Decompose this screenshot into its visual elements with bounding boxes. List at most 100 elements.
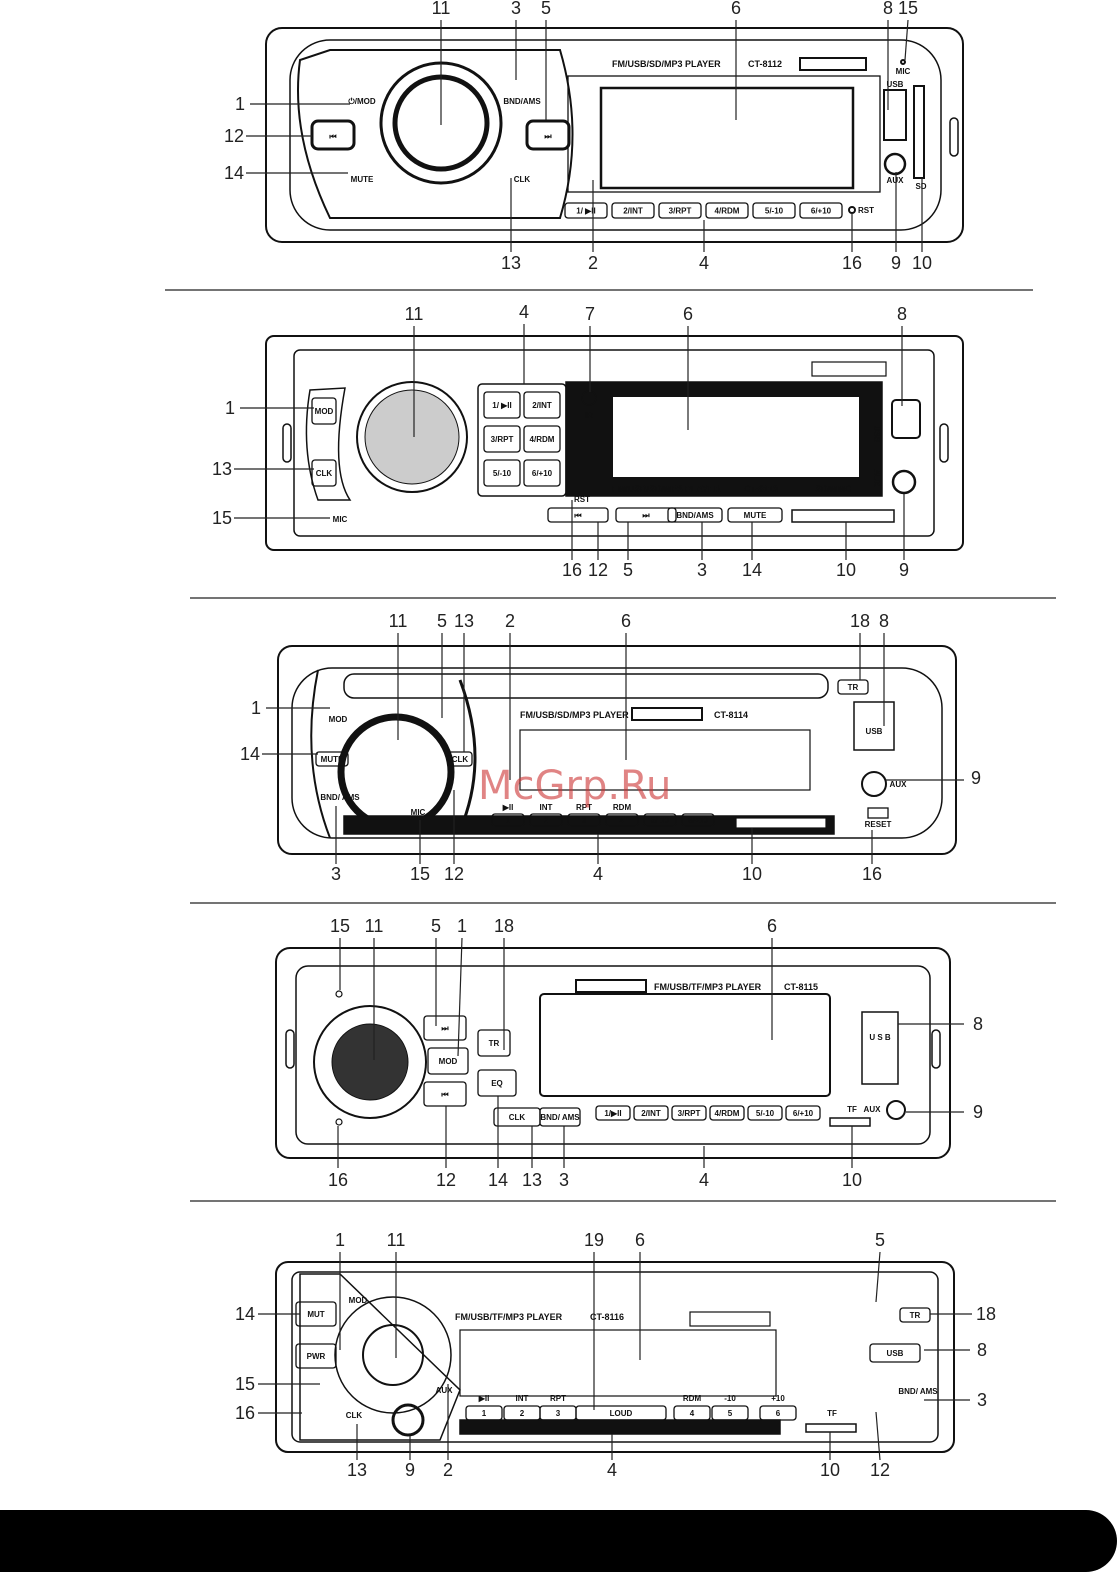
panel2-callout-bottom-9: 9 (899, 560, 909, 580)
panel5-callout-right-3: 3 (977, 1390, 987, 1410)
panel1-next-icon: ⏭ (544, 132, 552, 141)
panel3-preset-1 (491, 813, 525, 827)
panel1-callout-bottom-10: 10 (912, 253, 932, 273)
panel4-callout-bottom-3: 3 (559, 1170, 569, 1190)
panel3-preset-top-3: RPT (576, 803, 592, 812)
panel5-bnd-label: BND/ AMS (898, 1387, 938, 1396)
panel2-mute-button (727, 507, 783, 523)
panel1-aux-jack (883, 152, 907, 176)
panel5-loud-button (575, 1405, 667, 1421)
panel2-ir-sensor (581, 390, 597, 406)
panel2-callout-top-11: 11 (405, 304, 424, 324)
panel3-usb-label: USB (866, 727, 883, 736)
panel3-sd-slot (735, 817, 827, 829)
panel4-preset-2 (633, 1105, 669, 1121)
panel4-prev-button-label: ⏮ (441, 1090, 448, 1099)
panel3-usb-port (853, 701, 895, 751)
panel3-mute-button-label: MUTE (321, 755, 344, 764)
panel5-slot (689, 1311, 771, 1327)
panel3-preset-top-4: RDM (613, 803, 632, 812)
panel1-title: FM/USB/SD/MP3 PLAYER (612, 59, 721, 69)
panel3-callout-bottom-12: 12 (444, 864, 464, 884)
panel2-left-bar (305, 387, 352, 501)
panel2-prev-button (547, 507, 609, 523)
panel3-preset-top-1: ▶II (502, 803, 514, 812)
panel1-rst-label: RST (858, 206, 874, 215)
panel4-title: FM/USB/TF/MP3 PLAYER (654, 982, 762, 992)
panel5-preset-3-label: 3 (556, 1409, 561, 1418)
panel4-aux-label: AUX (864, 1105, 882, 1114)
panel3-preset-3 (567, 813, 601, 827)
panel3-bezel-arc (458, 679, 477, 831)
panel2-mod-button (311, 397, 337, 425)
panel1-callout-left-14: 14 (224, 163, 244, 183)
panel2-aux-jack (891, 469, 917, 495)
panel1-callout-bottom-9: 9 (891, 253, 901, 273)
panel1-callout-top-6: 6 (731, 0, 741, 18)
panel1-mic-hole (900, 59, 906, 65)
panel3-callout-bottom-16: 16 (862, 864, 882, 884)
panel2-preset-5-label: 5/-10 (493, 469, 512, 478)
panel4-knob-outer (313, 1005, 427, 1119)
panel5-preset-1 (465, 1405, 503, 1421)
panel4-preset-3-label: 3/RPT (678, 1109, 701, 1118)
panel5-usb-button (869, 1343, 921, 1363)
panel1-prev-icon: ⏮ (329, 132, 336, 141)
panel2-aux-label: AUX (872, 470, 881, 488)
panel3-knob (337, 713, 455, 831)
panel5-display (459, 1329, 777, 1397)
panel3-callout-top-11: 11 (389, 611, 408, 631)
panel3-preset-2-label: 2 (544, 816, 549, 825)
panel1-callout-left-12: 12 (224, 126, 244, 146)
panel3-callout-right-9: 9 (971, 768, 981, 788)
panel3-frame (277, 645, 957, 855)
panel2-callout-left-1: 1 (225, 398, 235, 418)
panel5-callout-top-6: 6 (635, 1230, 645, 1250)
panel1-preset-5-label: 5/-10 (765, 207, 784, 216)
panel4-preset-5-label: 5/-10 (756, 1109, 775, 1118)
panel1-aux-label: AUX (887, 176, 905, 185)
panel3-face (291, 667, 943, 839)
panel4-callout-bottom-10: 10 (842, 1170, 862, 1190)
panel1-mute-label: MUTE (351, 175, 374, 184)
panel3-callout-left-1: 1 (251, 698, 261, 718)
panel4-preset-6-label: 6/+10 (793, 1109, 814, 1118)
panel2-clk-button-label: CLK (316, 469, 333, 478)
panel3-bottom-bar (343, 815, 835, 835)
panel5-loud-button-label: LOUD (610, 1409, 633, 1418)
panel5-mut-button-label: MUT (307, 1310, 324, 1319)
panel4-face (295, 965, 931, 1145)
panel2-mute-button-label: MUTE (744, 511, 767, 520)
panel3-slot (631, 707, 703, 721)
panel5-preset-6-label: 6 (776, 1409, 781, 1418)
panel2-sd-slot (791, 509, 895, 523)
panel4-next-button-label: ⏭ (441, 1024, 449, 1033)
panel4-leader-1 (457, 937, 463, 1057)
panel2-display (611, 395, 861, 479)
panel1-preset-2-label: 2/INT (623, 207, 643, 216)
panel2-next-button (615, 507, 677, 523)
panel5-callout-bottom-10: 10 (820, 1460, 840, 1480)
panel1-usb-port (883, 89, 907, 141)
panel1-sd-slot (913, 85, 925, 179)
panel3-tr-button-label: TR (848, 683, 859, 692)
panel1-callout-top-3: 3 (511, 0, 521, 18)
panel3-display (519, 729, 811, 791)
panel5-callout-top-5: 5 (875, 1230, 885, 1250)
panel2-frame (265, 335, 964, 551)
panel5-title: FM/USB/TF/MP3 PLAYER (455, 1312, 563, 1322)
panel2-title: FM/USB/SD/MP3 PLAYER (612, 484, 721, 494)
panel4-callout-right-9: 9 (973, 1102, 983, 1122)
panel4-callout-right-8: 8 (973, 1014, 983, 1034)
panel2-callout-bottom-12: 12 (588, 560, 608, 580)
panel1-right-clip (949, 117, 959, 157)
panel2-knob-inner (364, 389, 460, 485)
panel4-mod-button (427, 1047, 469, 1075)
panel1-next-button (525, 119, 571, 151)
panel5-knob-inner (362, 1324, 424, 1386)
panel3-tr-button (837, 679, 869, 695)
panel4-knob-inner (331, 1023, 409, 1101)
panel4-callout-bottom-13: 13 (522, 1170, 542, 1190)
panel5-preset-top-1: ▶II (478, 1394, 490, 1403)
watermark: McGrp.Ru (478, 763, 672, 809)
